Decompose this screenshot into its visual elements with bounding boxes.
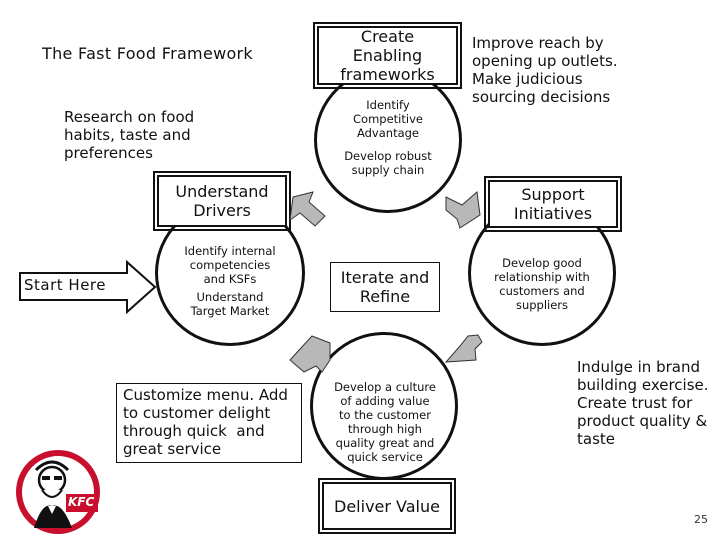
node-deliver-value: Deliver Value xyxy=(318,478,456,534)
circle-left-line-4: Understand xyxy=(196,290,264,304)
circle-bottom xyxy=(310,332,458,480)
node-support-initiatives: Support Initiatives xyxy=(484,176,622,232)
arrow-top-to-right xyxy=(445,191,481,229)
circle-top-line-3: Advantage xyxy=(356,126,420,140)
circle-bottom-line-6: quick service xyxy=(347,450,423,464)
kfc-logo-text: KFC xyxy=(68,495,95,509)
note-customize: Customize menu. Add to customer delight … xyxy=(116,383,302,463)
circle-bottom-line-4: through high xyxy=(348,422,422,436)
kfc-logo-icon xyxy=(16,450,100,534)
circle-top xyxy=(314,67,462,213)
start-here-arrow xyxy=(19,259,157,315)
circle-bottom-text: Develop a culture of adding value to the… xyxy=(318,380,452,464)
circle-top-line-6: supply chain xyxy=(351,163,425,177)
circle-left-text: Identify internal competencies and KSFs … xyxy=(162,244,298,318)
circle-right-line-3: customers and xyxy=(499,284,585,298)
circle-right-text: Develop good relationship with customers… xyxy=(474,256,610,312)
note-reach: Improve reach by opening up outlets. Mak… xyxy=(472,34,618,106)
circle-top-line-1: Identify xyxy=(366,98,410,112)
note-brand: Indulge in brand building exercise. Crea… xyxy=(577,358,709,448)
circle-left-line-3: and KSFs xyxy=(203,272,257,286)
circle-top-line-2: Competitive xyxy=(353,112,423,126)
diagram-title: The Fast Food Framework xyxy=(42,44,254,63)
arrow-left-to-top xyxy=(289,191,326,227)
circle-right-line-1: Develop good xyxy=(502,256,582,270)
circle-right-line-4: suppliers xyxy=(515,298,569,312)
node-create-enabling-frameworks: Create Enabling frameworks xyxy=(313,22,462,89)
start-here-label: Start Here xyxy=(24,276,106,294)
circle-top-line-5: Develop robust xyxy=(344,149,432,163)
node-understand-drivers: Understand Drivers xyxy=(153,171,291,231)
arrow-bottom-to-left xyxy=(289,335,331,373)
circle-left-line-5: Target Market xyxy=(190,304,270,318)
circle-bottom-line-3: to the customer xyxy=(339,408,431,422)
arrow-right-to-bottom xyxy=(444,334,483,363)
circle-left-line-2: competencies xyxy=(189,258,271,272)
circle-right-line-2: relationship with xyxy=(494,270,590,284)
circle-bottom-line-2: of adding value xyxy=(340,394,430,408)
circle-bottom-line-1: Develop a culture xyxy=(334,380,436,394)
circle-bottom-line-5: quality great and xyxy=(335,436,435,450)
circle-top-text: Identify Competitive Advantage Develop r… xyxy=(320,98,456,177)
circle-left-line-1: Identify internal xyxy=(184,244,276,258)
note-research: Research on food habits, taste and prefe… xyxy=(64,108,195,162)
center-iterate-refine: Iterate and Refine xyxy=(330,262,440,312)
page-number: 25 xyxy=(694,513,708,526)
kfc-logo: KFC xyxy=(12,448,104,536)
